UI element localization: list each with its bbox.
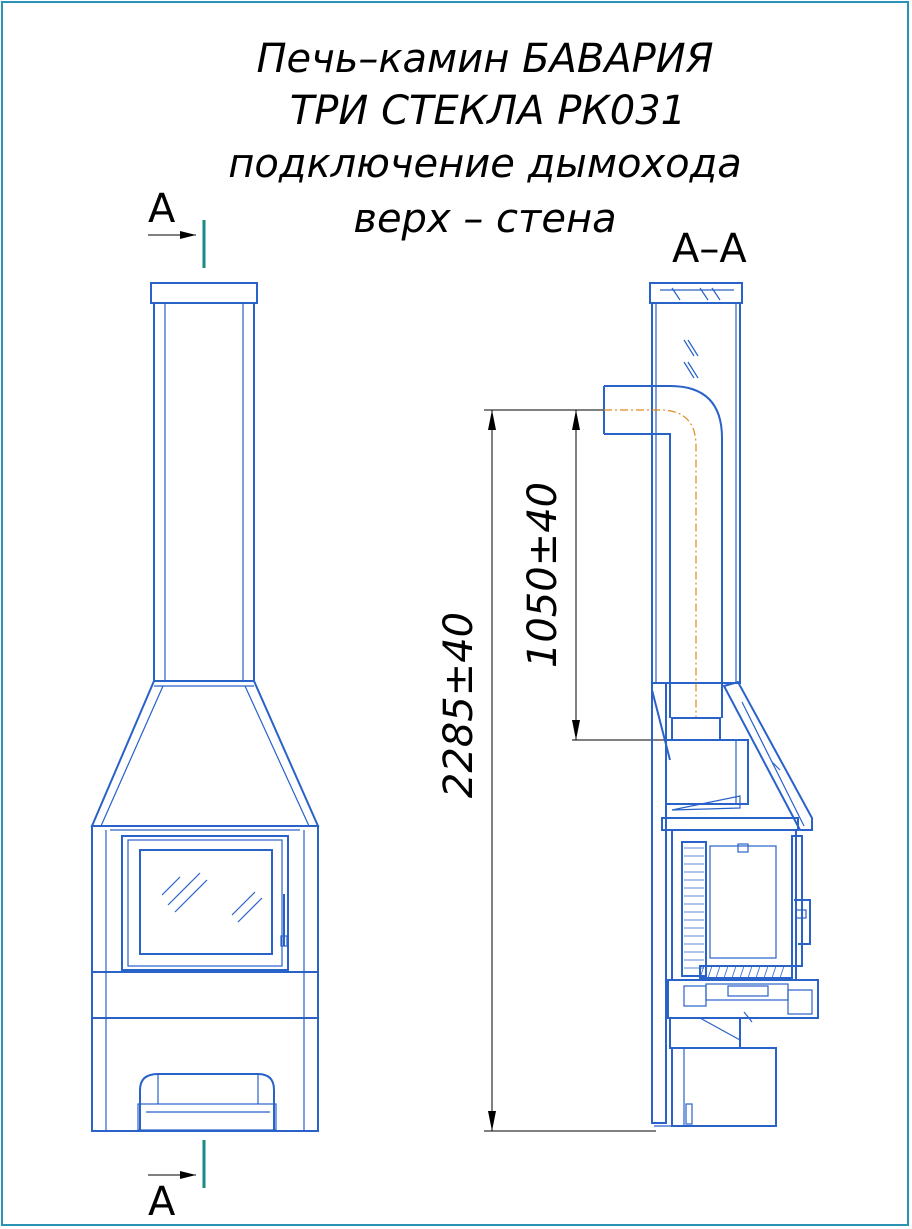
section-hood-front [722, 680, 813, 831]
section-view-label: A–A [672, 226, 747, 272]
flue-collar [671, 717, 721, 741]
section-door-handle [794, 899, 811, 945]
section-chimney-cap [649, 282, 743, 304]
chimney-cap [150, 282, 258, 304]
dimension-total-height: 2285±40 [436, 612, 482, 798]
front-view: A [90, 186, 320, 1225]
title-line-1: Печь–камин БАВАРИЯ [256, 36, 713, 82]
stove-body [91, 825, 319, 1132]
smoke-hood [90, 680, 320, 827]
section-ash-pan [667, 979, 819, 1019]
wood-niche [139, 1073, 275, 1130]
dimension-flue-height: 1050±40 [520, 482, 566, 668]
body-belt [91, 971, 319, 1019]
section-top-plate [661, 817, 799, 831]
section-lower-block [669, 1017, 741, 1049]
flue-axis [604, 409, 697, 718]
flue-pipe-outer [604, 385, 723, 718]
section-mark-top: A [148, 186, 176, 232]
section-grate [699, 965, 793, 979]
section-back-wall [651, 682, 667, 1124]
dimensions: 2285±40 1050±40 [436, 409, 666, 1132]
title-line-3: подключение дымохода [228, 141, 742, 187]
section-chimney-body [651, 302, 741, 684]
section-arrowhead-bottom [180, 1171, 196, 1179]
title-line-4: верх – стена [353, 196, 616, 242]
title-line-2: ТРИ СТЕКЛА РК031 [290, 88, 686, 134]
firebox-door [121, 835, 289, 971]
title-block: Печь–камин БАВАРИЯ ТРИ СТЕКЛА РК031 подк… [228, 36, 742, 242]
flue-pipe-inner [604, 433, 671, 718]
door-glass [139, 849, 273, 955]
section-arrowhead-top [180, 231, 196, 239]
section-base [671, 1047, 777, 1127]
chimney-body [153, 302, 255, 682]
section-mark-bottom: A [148, 1179, 176, 1225]
section-view: A–A [603, 226, 819, 1127]
